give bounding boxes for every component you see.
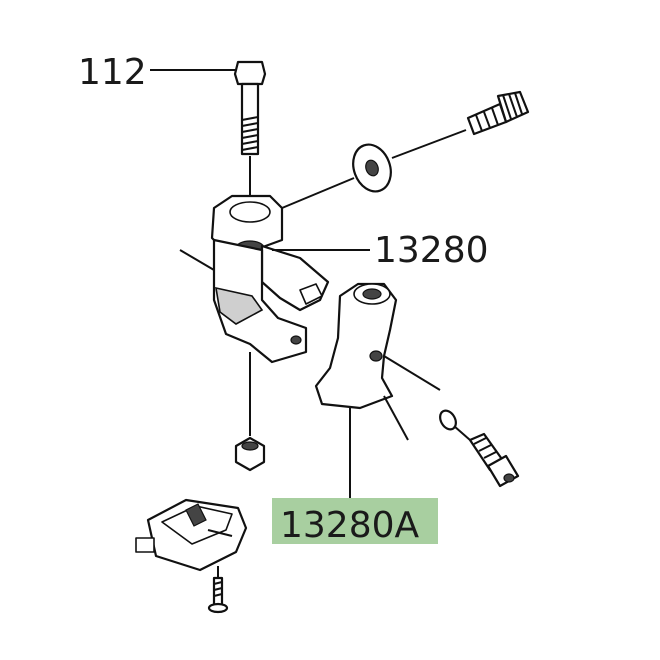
small-washer[interactable]	[437, 408, 459, 432]
nut[interactable]	[234, 436, 266, 472]
switch-screw[interactable]	[207, 576, 229, 614]
label-13280a: 13280A	[280, 505, 420, 546]
holder-13280[interactable]	[179, 194, 330, 364]
bolt-112[interactable]	[233, 60, 267, 156]
holder-13280a[interactable]	[314, 282, 441, 441]
leader-washer-holder	[281, 177, 355, 209]
adjuster-screw[interactable]	[466, 90, 530, 136]
washer[interactable]	[347, 139, 397, 196]
label-13280: 13280	[374, 230, 489, 271]
label-13280a-highlight	[272, 498, 438, 544]
label-112: 112	[78, 52, 147, 93]
leader-screw-washer	[391, 129, 467, 159]
leader-small-screw	[453, 425, 471, 441]
brake-switch[interactable]	[135, 498, 248, 572]
small-screw[interactable]	[468, 432, 520, 488]
